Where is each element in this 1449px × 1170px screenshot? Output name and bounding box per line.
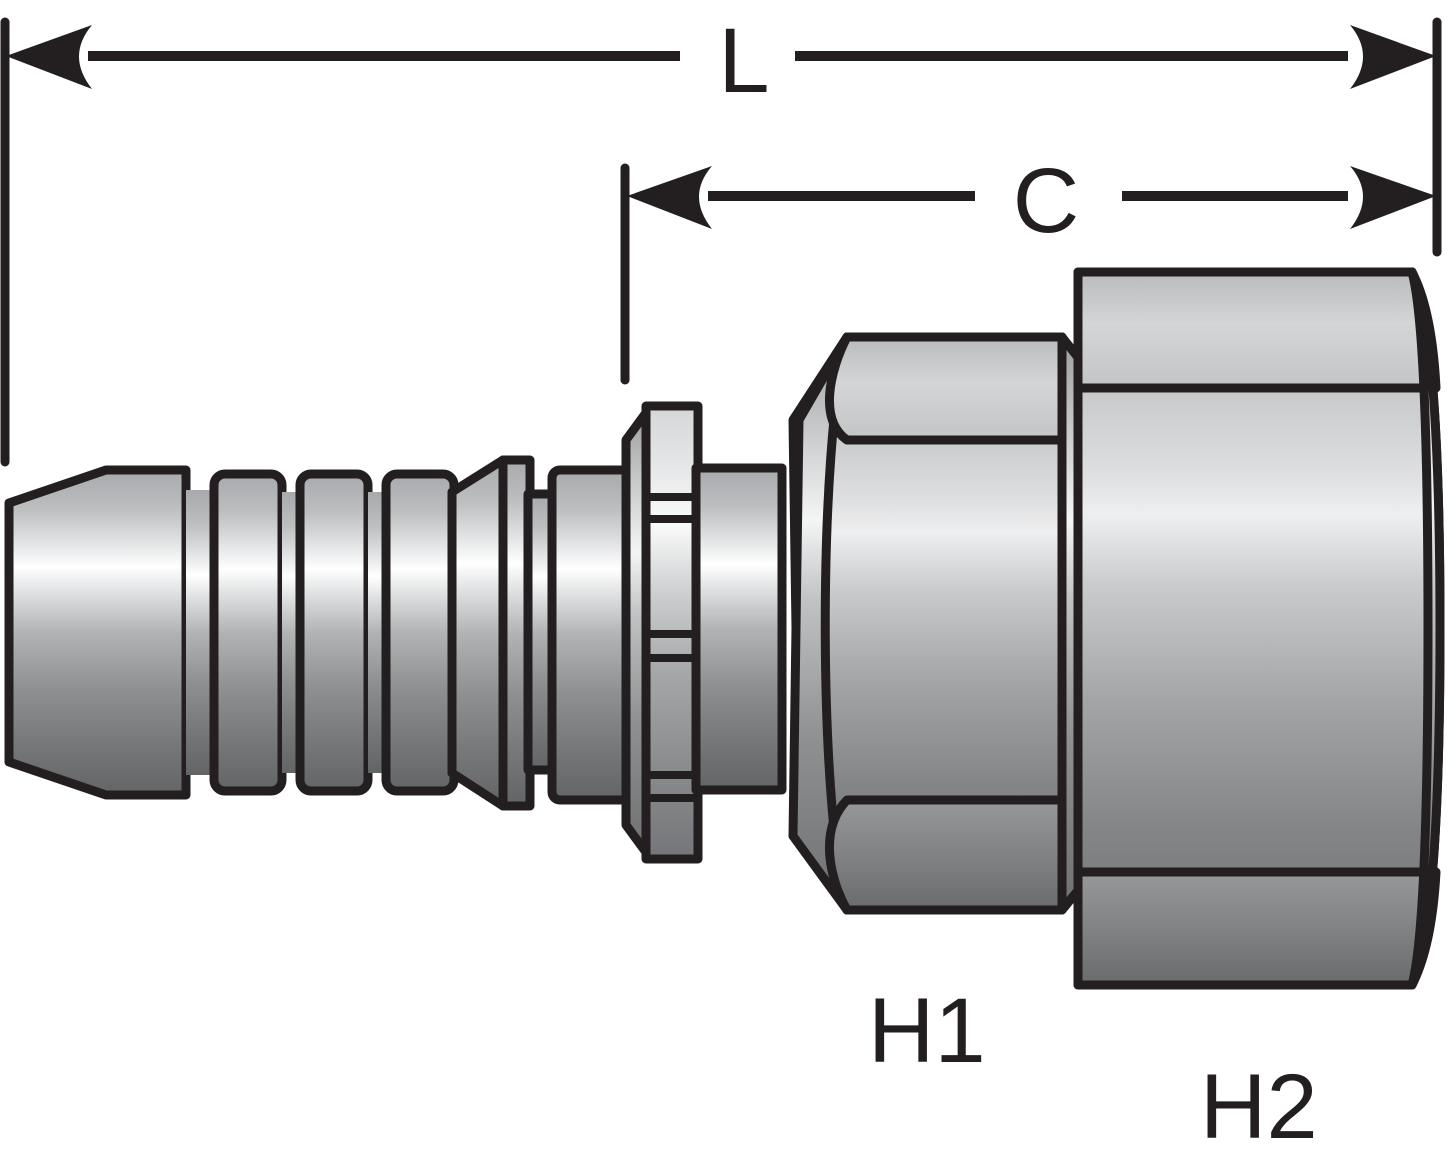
hex-nut-h2-top-flat xyxy=(1073,267,1441,393)
hose-barb-nose xyxy=(4,465,191,800)
hose-barb-ring-3 xyxy=(381,469,459,796)
arrowhead-right-l xyxy=(1350,25,1436,89)
overall-length-label: L xyxy=(718,10,769,112)
arrowhead-left-l xyxy=(6,25,92,89)
hex-size-h2-label: H2 xyxy=(1200,1056,1318,1158)
hose-barb-valley-1 xyxy=(186,490,214,775)
overall-length-dimension: L xyxy=(0,10,1442,467)
cut-off-label: C xyxy=(1013,150,1079,252)
arrowhead-left-c xyxy=(627,166,712,229)
hex-nut-h1-bottom-flat xyxy=(825,795,1067,915)
barb-taper-cone-face xyxy=(498,455,535,811)
hose-barb-ring-1 xyxy=(209,469,287,796)
hose-barb-ring-2 xyxy=(295,469,373,796)
arrowhead-right-c xyxy=(1350,166,1436,229)
hex-nut-h2-right-chamfer xyxy=(1407,267,1445,990)
cut-off-dimension: C xyxy=(620,150,1436,385)
body-collar xyxy=(691,463,787,795)
hex-nut-h1-top-flat xyxy=(825,332,1067,445)
hex-size-h1-label: H1 xyxy=(868,980,986,1082)
barb-taper-cone xyxy=(447,455,508,811)
fitting-assembly xyxy=(4,267,1445,990)
hex-nut-h2-bottom-flat xyxy=(1073,867,1441,990)
